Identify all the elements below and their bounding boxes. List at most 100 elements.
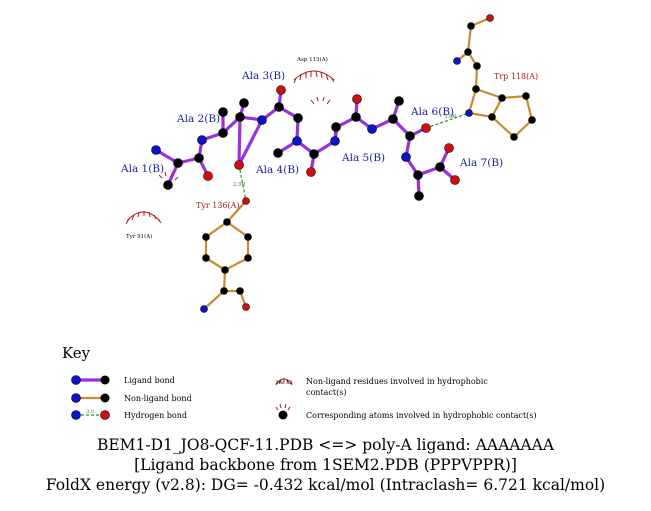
key-his-example: His 53 bbox=[276, 380, 292, 386]
residue-label-trp118: Trp 118(A) bbox=[494, 72, 538, 81]
ala1-contact bbox=[158, 171, 179, 181]
key-corresponding-atoms-label: Corresponding atoms involved in hydropho… bbox=[306, 411, 537, 420]
atom-carbon bbox=[413, 170, 423, 180]
ala3-o2 bbox=[237, 115, 242, 167]
tyr136-bonds bbox=[204, 199, 250, 272]
atom-carbon bbox=[202, 233, 210, 241]
atom-nitrogen bbox=[367, 124, 377, 134]
key-nonligand-residues-label-2: contact(s) bbox=[306, 388, 346, 397]
residue-label-ala6: Ala 6(B) bbox=[410, 106, 454, 118]
atom-carbon bbox=[351, 112, 361, 122]
atom-carbon bbox=[244, 254, 252, 262]
atom-carbon bbox=[274, 102, 284, 112]
atom-carbon bbox=[239, 98, 249, 108]
key-nonligand-residues-label: Non-ligand residues involved in hydropho… bbox=[306, 377, 488, 386]
ala3-co bbox=[237, 118, 264, 167]
atom-carbon bbox=[163, 180, 173, 190]
ala4-contact bbox=[310, 96, 331, 105]
atom-carbon bbox=[472, 85, 480, 93]
atom-carbon bbox=[173, 158, 183, 168]
residue-label-ala4: Ala 4(B) bbox=[255, 164, 299, 176]
key-hydrophobic-arc bbox=[275, 378, 293, 386]
atom-carbon bbox=[194, 153, 204, 163]
atom-carbon bbox=[223, 218, 231, 226]
atom-oxygen bbox=[352, 94, 362, 104]
atom-oxygen bbox=[234, 160, 244, 170]
atom-carbon bbox=[435, 162, 445, 172]
atom-oxygen bbox=[444, 143, 454, 153]
key-ligand-bond-label: Ligand bond bbox=[124, 376, 175, 385]
atom-carbon bbox=[510, 133, 518, 141]
atom-carbon bbox=[220, 287, 228, 295]
atom-carbon bbox=[236, 287, 244, 295]
atom-carbon bbox=[218, 107, 228, 117]
caption-line-1: BEM1-D1_JO8-QCF-11.PDB <=> poly-A ligand… bbox=[96, 436, 555, 454]
key-atom-carbon bbox=[278, 410, 288, 420]
trp118-ring5 bbox=[467, 87, 504, 119]
key-atom-nitrogen bbox=[71, 393, 81, 403]
atom-oxygen bbox=[276, 85, 286, 95]
atom-nitrogen bbox=[292, 136, 302, 146]
trp118-ring6 bbox=[490, 94, 534, 139]
atom-nitrogen bbox=[453, 57, 461, 65]
key-hydrogen-bond-label: Hydrogen bond bbox=[124, 411, 187, 420]
atom-carbon bbox=[414, 191, 424, 201]
atom-oxygen bbox=[242, 197, 250, 205]
residue-label-ala2: Ala 2(B) bbox=[176, 113, 220, 125]
caption-line-2: [Ligand backbone from 1SEM2.PDB (PPPVPPR… bbox=[134, 456, 517, 474]
atom-nitrogen bbox=[401, 152, 411, 162]
atom-carbon bbox=[488, 113, 496, 121]
atom-carbon bbox=[293, 113, 303, 123]
atom-carbon bbox=[309, 149, 319, 159]
atom-carbon bbox=[528, 116, 536, 124]
atom-oxygen bbox=[306, 167, 316, 177]
hbond-distance-label: 2.99 bbox=[233, 182, 246, 188]
atom-carbon bbox=[464, 48, 472, 56]
residue-label-ala3: Ala 3(B) bbox=[241, 70, 285, 82]
atom-carbon bbox=[388, 114, 398, 124]
atom-nitrogen bbox=[197, 135, 207, 145]
tyr91-arc bbox=[125, 211, 162, 225]
asp113-arc bbox=[293, 70, 335, 84]
atom-oxygen bbox=[421, 123, 431, 133]
trp118-chain2 bbox=[466, 50, 479, 91]
atom-carbon bbox=[218, 128, 228, 138]
atom-carbon bbox=[522, 92, 530, 100]
atom-nitrogen bbox=[330, 136, 340, 146]
key-atom-carbon bbox=[100, 393, 110, 403]
residue-label-asp113: Asp 113(A) bbox=[296, 56, 328, 63]
atom-carbon bbox=[498, 94, 506, 102]
hydrogen-bonds bbox=[238, 112, 470, 202]
atom-carbon bbox=[202, 254, 210, 262]
atom-carbon bbox=[235, 112, 245, 122]
hbond-ala6-trp118 bbox=[425, 112, 470, 129]
atom-oxygen bbox=[203, 171, 213, 181]
atom-carbon bbox=[467, 22, 475, 30]
atoms bbox=[151, 14, 536, 313]
key-atom-carbon bbox=[100, 375, 110, 385]
hydrophobic-arcs bbox=[125, 70, 335, 225]
residue-label-tyr136: Tyr 136(A) bbox=[196, 201, 240, 210]
atom-carbon bbox=[394, 96, 404, 106]
atom-nitrogen bbox=[465, 109, 473, 117]
atom-carbon bbox=[221, 266, 229, 274]
atom-carbon bbox=[273, 148, 283, 158]
atom-oxygen bbox=[486, 14, 494, 22]
atom-carbon bbox=[331, 122, 341, 132]
residue-label-ala5: Ala 5(B) bbox=[341, 152, 385, 164]
key-nonligand-bond-label: Non-ligand bond bbox=[124, 394, 192, 403]
atom-oxygen bbox=[450, 175, 460, 185]
hbond-distance-label: 3.06 bbox=[444, 114, 457, 120]
atom-oxygen bbox=[242, 303, 250, 311]
residue-label-ala1: Ala 1(B) bbox=[120, 163, 164, 175]
atom-nitrogen bbox=[200, 305, 208, 313]
key-legend: Key Ligand bond Non-ligand bond 3.0 Hydr… bbox=[62, 344, 537, 420]
atom-nitrogen bbox=[151, 145, 161, 155]
key-hbond-length: 3.0 bbox=[86, 409, 94, 415]
atom-carbon bbox=[244, 233, 252, 241]
atom-carbon bbox=[473, 62, 481, 70]
key-contact-spikes bbox=[275, 403, 291, 411]
atom-carbon bbox=[405, 131, 415, 141]
key-atom-oxygen bbox=[100, 410, 110, 420]
